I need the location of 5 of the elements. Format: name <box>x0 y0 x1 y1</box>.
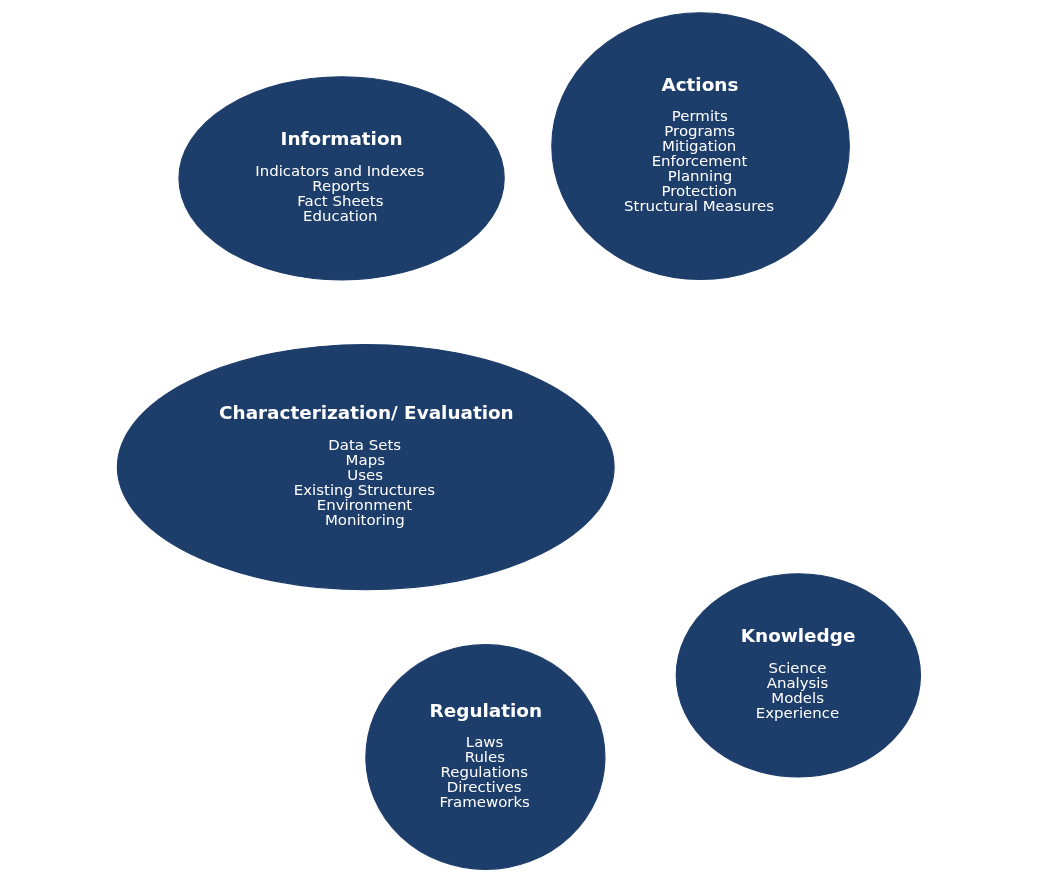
node-ellipse: Information Indicators and Indexes Reports Fact Sheets Education <box>178 76 505 281</box>
node-ellipse: Knowledge Science Analysis Models Experience <box>675 573 922 778</box>
node-ellipse: Actions Permits Programs Mitigation Enforcement Planning Protection Structural Measures <box>551 12 850 281</box>
node-ellipse: Characterization/ Evaluation Data Sets Maps Uses Existing Structures Environment Monitoring <box>116 343 615 591</box>
node-circle: Regulation Laws Rules Regulations Directives Frameworks <box>365 644 606 870</box>
